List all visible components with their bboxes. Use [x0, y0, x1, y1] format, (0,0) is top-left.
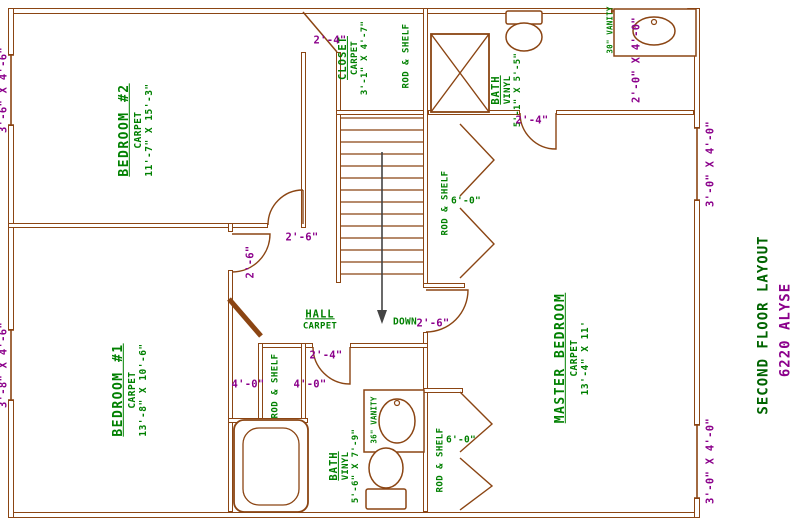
- hall-floor: CARPET: [302, 320, 338, 331]
- rod-shelf-master-top: ROD & SHELF: [440, 170, 451, 236]
- vanity-sink-main: [378, 398, 416, 444]
- wall-stair-left: [336, 52, 341, 283]
- door-dim-master-bedroom: 2'-6": [416, 317, 450, 330]
- bathtub-inner: [242, 427, 300, 506]
- closet-label: CLOSET CARPET 3'-1" X 4'-7": [337, 21, 371, 95]
- master-bedroom-floor: CARPET: [568, 339, 580, 377]
- toilet-tank-main: [365, 488, 407, 510]
- door-dim-bedroom1: 2'-6": [244, 245, 257, 279]
- faucet-main: [393, 399, 401, 407]
- vanity-sink-master: [632, 16, 676, 46]
- rod-shelf-closet-top: ROD & SHELF: [401, 23, 412, 89]
- bedroom1-floor: CARPET: [126, 371, 138, 409]
- window-right-top: [694, 127, 700, 201]
- closet-floor: CARPET: [349, 40, 360, 76]
- faucet-master: [650, 18, 658, 26]
- door-bedroom2: [267, 189, 304, 226]
- rod-shelf-master-bottom: ROD & SHELF: [435, 427, 446, 493]
- hall-closet-right-width: 4'-0": [293, 378, 327, 391]
- wall-hall-bottom-right: [350, 343, 428, 348]
- bifold-door-master-closet-bottom: [459, 391, 494, 511]
- bedroom2-size: 11'-7" X 15'-3": [143, 83, 155, 177]
- master-closet-bottom-width: 6'-0": [445, 434, 477, 446]
- main-bath-name: BATH: [327, 451, 340, 481]
- bifold-door-master-closet-top: [459, 123, 495, 279]
- bedroom1-name: BEDROOM #1: [110, 343, 126, 437]
- down-arrow-head: [377, 310, 387, 324]
- window-left-bottom: [8, 329, 14, 401]
- main-bath-label: BATH VINYL 5'-6" X 7'-9": [328, 429, 362, 503]
- drawing-address: 6220 ALYSE: [777, 282, 794, 378]
- bedroom1-label: BEDROOM #1 CARPET 13'-8" X 10'-6": [111, 343, 149, 436]
- bathtub-outer: [233, 419, 309, 513]
- shower-x-mark: [430, 33, 490, 113]
- door-closet-leaf: [302, 11, 338, 53]
- wall-bedroom2-right: [301, 52, 306, 228]
- closet-name: CLOSET: [336, 36, 349, 80]
- closet-size: 3'-1" X 4'-7": [360, 20, 371, 96]
- master-closet-top-width: 6'-0": [450, 195, 482, 207]
- window-dim-left-bottom: 3'-8" X 4'-6": [0, 321, 10, 409]
- master-bedroom-size: 13'-4" X 11': [579, 320, 591, 396]
- door-dim-closet: 2'-4": [313, 34, 347, 47]
- hall-closet-left-width: 4'-0": [231, 378, 265, 391]
- vanity-30-label: 30" VANITY: [605, 6, 615, 54]
- wall-bedroom-divider: [8, 223, 268, 228]
- master-bedroom-label: MASTER BEDROOM CARPET 13'-4" X 11': [553, 293, 591, 424]
- door-dim-bedroom2: 2'-6": [285, 231, 319, 244]
- toilet-tank-master: [505, 10, 543, 25]
- wall-masterbath-bottom-right: [556, 110, 694, 115]
- door-main-bath: [312, 346, 351, 385]
- window-dim-left-top: 3'-6" X 4'-6": [0, 46, 10, 134]
- wall-bedroom1-right: [228, 270, 233, 512]
- window-left-top: [8, 54, 14, 126]
- drawing-title: SECOND FLOOR LAYOUT: [755, 235, 772, 415]
- toilet-bowl-main: [368, 447, 404, 489]
- door-master-bath: [519, 112, 557, 150]
- main-bath-size: 5'-6" X 7'-9": [351, 428, 362, 504]
- bedroom2-name: BEDROOM #2: [116, 83, 132, 177]
- down-label: DOWN: [392, 316, 418, 328]
- door-dim-master-bath: 2'-4": [515, 114, 549, 127]
- vanity-36-label: 36" VANITY: [369, 396, 379, 444]
- hall-label: HALL CARPET: [303, 308, 337, 331]
- master-bath-floor: VINYL: [502, 75, 513, 105]
- door-master-bedroom: [425, 289, 469, 333]
- wall-master-closet-top-bottom: [423, 283, 465, 288]
- door-dim-main-bath: 2'-4": [309, 349, 343, 362]
- bedroom2-label: BEDROOM #2 CARPET 11'-7" X 15'-3": [117, 83, 155, 176]
- toilet-bowl-master: [505, 22, 543, 52]
- window-dim-top-right: 2'-0" X 4'-0": [630, 16, 643, 104]
- rod-shelf-hall-closet: ROD & SHELF: [270, 353, 281, 419]
- master-bath-name: BATH: [489, 75, 502, 105]
- hall-name: HALL: [305, 308, 335, 321]
- window-dim-right-bottom: 3'-0" X 4'-0": [704, 417, 717, 505]
- master-bedroom-name: MASTER BEDROOM: [552, 292, 568, 424]
- wall-diagonal: [227, 297, 263, 338]
- main-bath-floor: VINYL: [340, 451, 351, 481]
- window-dim-right-top: 3'-0" X 4'-0": [704, 120, 717, 208]
- wall-bedroom1-stub: [228, 223, 233, 232]
- bedroom1-size: 13'-8" X 10'-6": [137, 343, 149, 437]
- window-right-bottom: [694, 424, 700, 499]
- bedroom2-floor: CARPET: [132, 111, 144, 149]
- door-bedroom1: [231, 233, 271, 273]
